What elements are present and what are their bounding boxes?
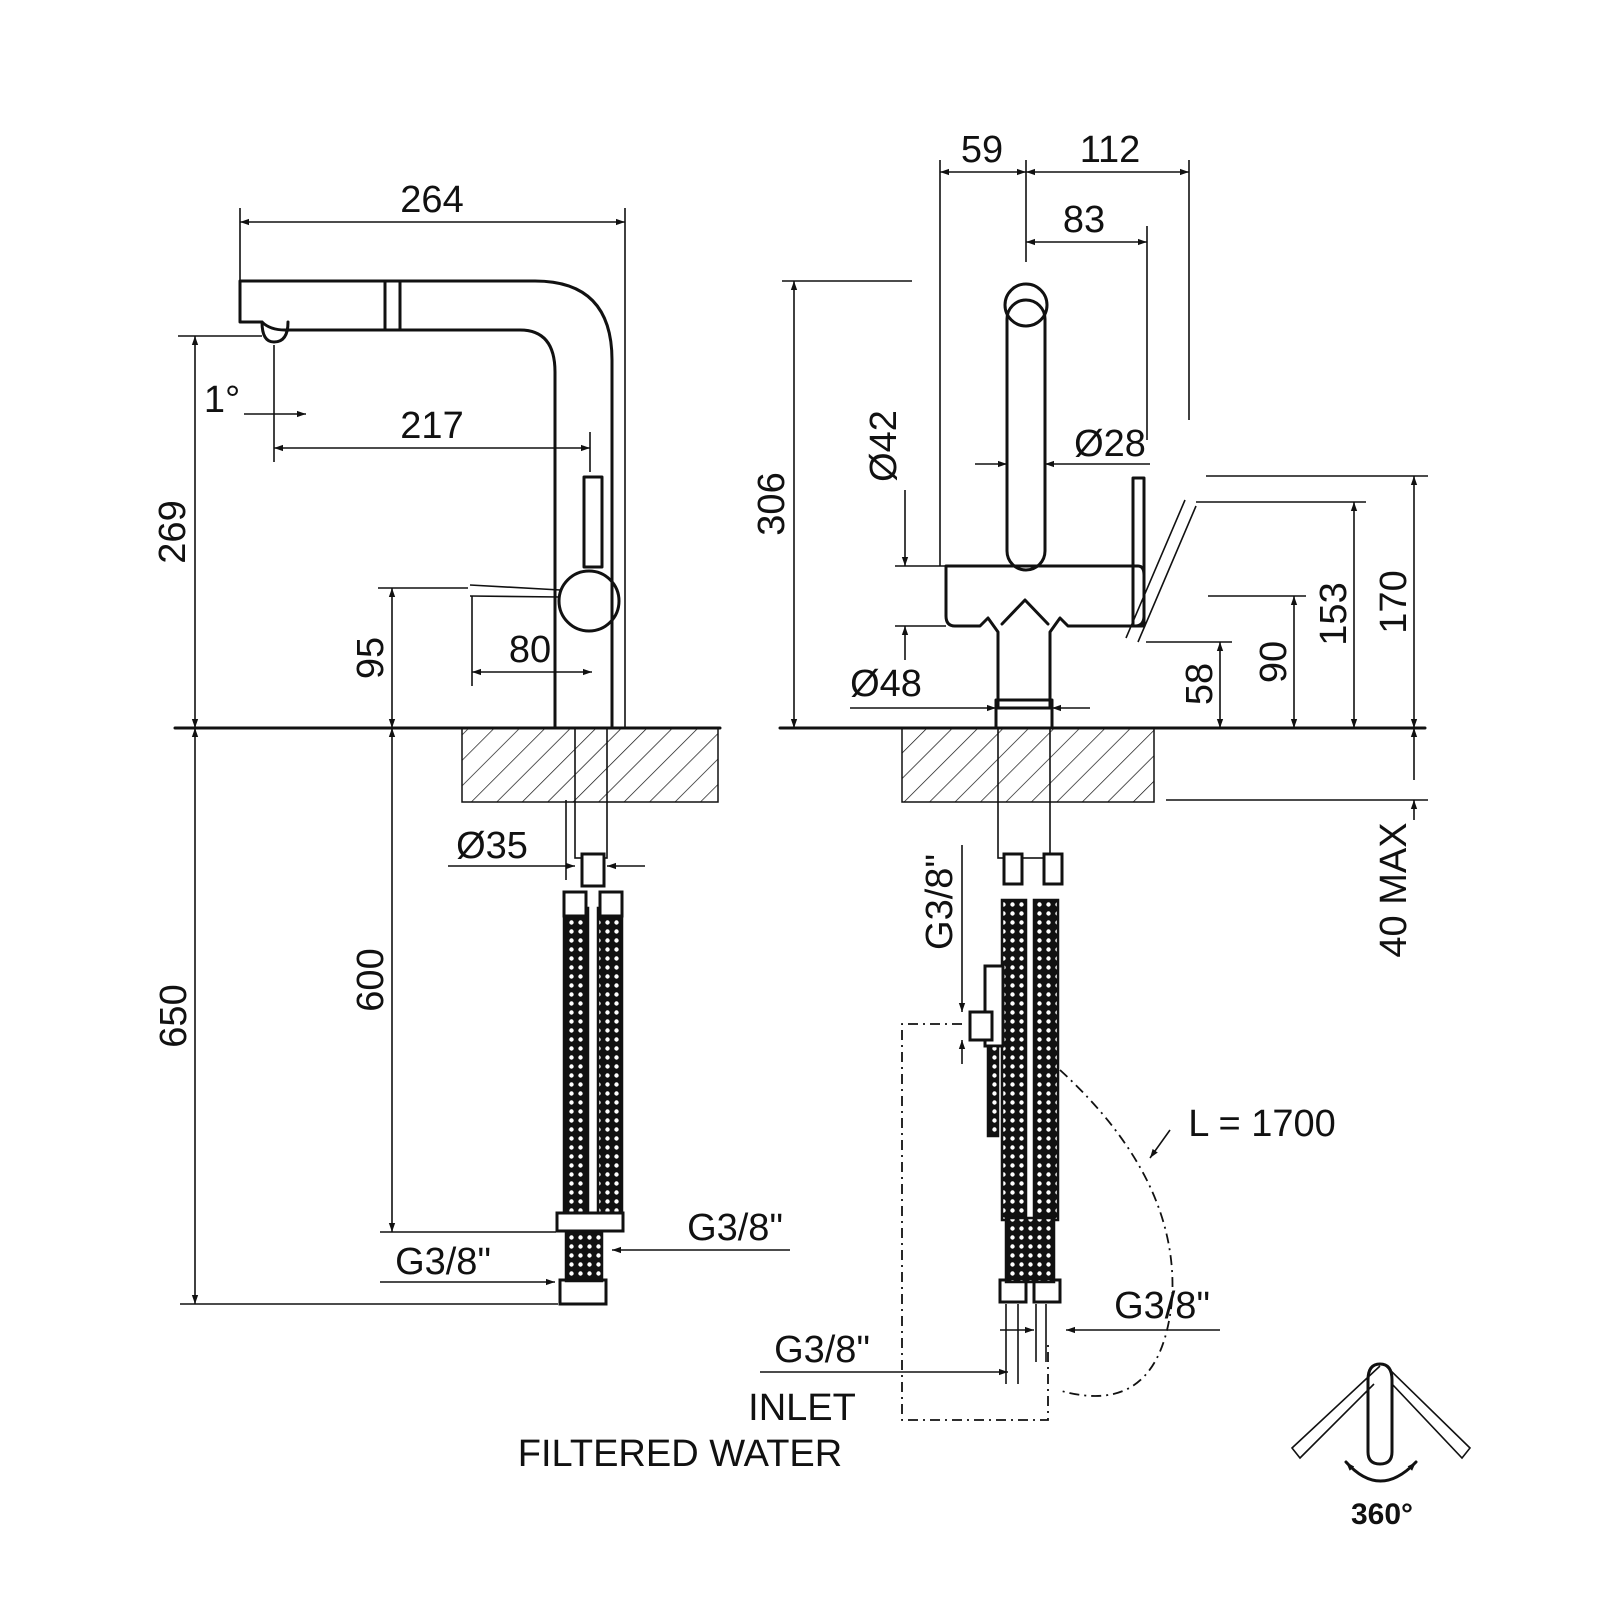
- front-fitting-1: [1002, 852, 1024, 886]
- hoses-front: [968, 727, 1064, 1304]
- front-hose-nut-2: [1032, 1278, 1062, 1304]
- dim-label-d28: Ø28: [1074, 423, 1146, 465]
- hose-top-fitting-2: [598, 890, 624, 918]
- dim-label-d42: Ø42: [863, 410, 905, 482]
- leader-l1700: [1149, 1129, 1171, 1159]
- valve-v-notch: [1000, 598, 1050, 626]
- dim-label-153: 153: [1313, 582, 1355, 645]
- dim-label-80: 80: [509, 629, 551, 671]
- hoses-side: [555, 727, 625, 1306]
- dim-label-306: 306: [751, 472, 793, 535]
- rotation-fan-left: [1290, 1365, 1381, 1460]
- filtered-water-path: [901, 1023, 1049, 1421]
- label-g38-upper: G3/8": [687, 1207, 783, 1249]
- lever-handle-line-1: [469, 584, 561, 591]
- rotation-fan-right: [1385, 1365, 1472, 1460]
- filter-lever-line-2: [1137, 505, 1197, 643]
- label-g38-right: G3/8": [1114, 1285, 1210, 1327]
- dim-label-90: 90: [1253, 641, 1295, 683]
- dim-label-269: 269: [152, 500, 194, 563]
- label-filter-g38: G3/8": [919, 854, 961, 950]
- hose-left-2: [596, 906, 624, 1228]
- label-inlet: INLET: [748, 1387, 856, 1429]
- label-filtered-water: FILTERED WATER: [518, 1433, 842, 1475]
- front-hose-1: [1000, 898, 1028, 1222]
- dim-label-angle: 1°: [204, 379, 240, 421]
- front-fitting-2: [1042, 852, 1064, 886]
- aerator-head: [260, 320, 290, 344]
- dim-label-264: 264: [400, 179, 463, 221]
- lever-handle-line-2: [469, 595, 561, 598]
- front-shank: [997, 727, 1051, 859]
- filter-lever-line-1: [1125, 499, 1186, 639]
- dim-label-d48: Ø48: [850, 663, 922, 705]
- front-hose-tail: [1004, 1216, 1056, 1284]
- hose-end-nut-upper: [555, 1211, 625, 1233]
- countertop-section-right: [901, 727, 1155, 803]
- front-hose-nut-1: [998, 1278, 1028, 1304]
- front-hose-2: [1032, 898, 1060, 1222]
- countertop-section-left: [461, 727, 719, 803]
- dim-label-170: 170: [1373, 570, 1415, 633]
- hose-end-nut-lower: [558, 1278, 608, 1306]
- pullout-hose-curve: [1057, 1069, 1174, 1397]
- hose-top-fitting-1: [562, 890, 588, 918]
- label-g38-lower: G3/8": [395, 1241, 491, 1283]
- front-lever-stem: [1131, 476, 1146, 628]
- dim-label-650: 650: [153, 984, 195, 1047]
- label-l1700: L = 1700: [1188, 1103, 1336, 1145]
- dim-label-600: 600: [350, 948, 392, 1011]
- rotation-symbol: 360°: [1290, 1362, 1472, 1531]
- body-lever-hub: [557, 569, 621, 633]
- hose-left-1: [562, 906, 590, 1228]
- dim-label-40max: 40 MAX: [1373, 822, 1415, 957]
- rotation-arrow-icon: [1344, 1460, 1418, 1483]
- faucet-front-body: [944, 282, 1197, 730]
- shank-nut: [580, 852, 606, 888]
- dim-label-217: 217: [400, 405, 463, 447]
- filter-tee-side: [968, 1010, 994, 1042]
- side-view: 264 1° 217 269 95 80 Ø35 600 650: [152, 179, 790, 1306]
- faucet-side-body: [238, 279, 621, 730]
- spout-column: [1005, 298, 1047, 572]
- rotation-label: 360°: [1351, 1498, 1413, 1531]
- dim-label-59: 59: [961, 129, 1003, 171]
- label-g38-left: G3/8": [774, 1329, 870, 1371]
- front-base: [994, 698, 1054, 730]
- front-body-cross: [944, 564, 1146, 710]
- dim-label-d35: Ø35: [456, 825, 528, 867]
- hose-end-tail: [564, 1229, 604, 1283]
- front-view: 59 112 83 306 Ø42 Ø28 Ø48 58 90: [518, 129, 1428, 1475]
- spout-top-cap: [1003, 282, 1049, 328]
- dim-label-58: 58: [1179, 663, 1221, 705]
- dim-label-95: 95: [350, 637, 392, 679]
- filter-branch: [986, 1044, 1000, 1138]
- rotation-spout-icon: [1366, 1362, 1394, 1466]
- dim-label-112: 112: [1080, 129, 1141, 171]
- side-lever-stem: [582, 475, 604, 569]
- spout-outline: [238, 279, 614, 730]
- dim-label-83: 83: [1063, 199, 1105, 241]
